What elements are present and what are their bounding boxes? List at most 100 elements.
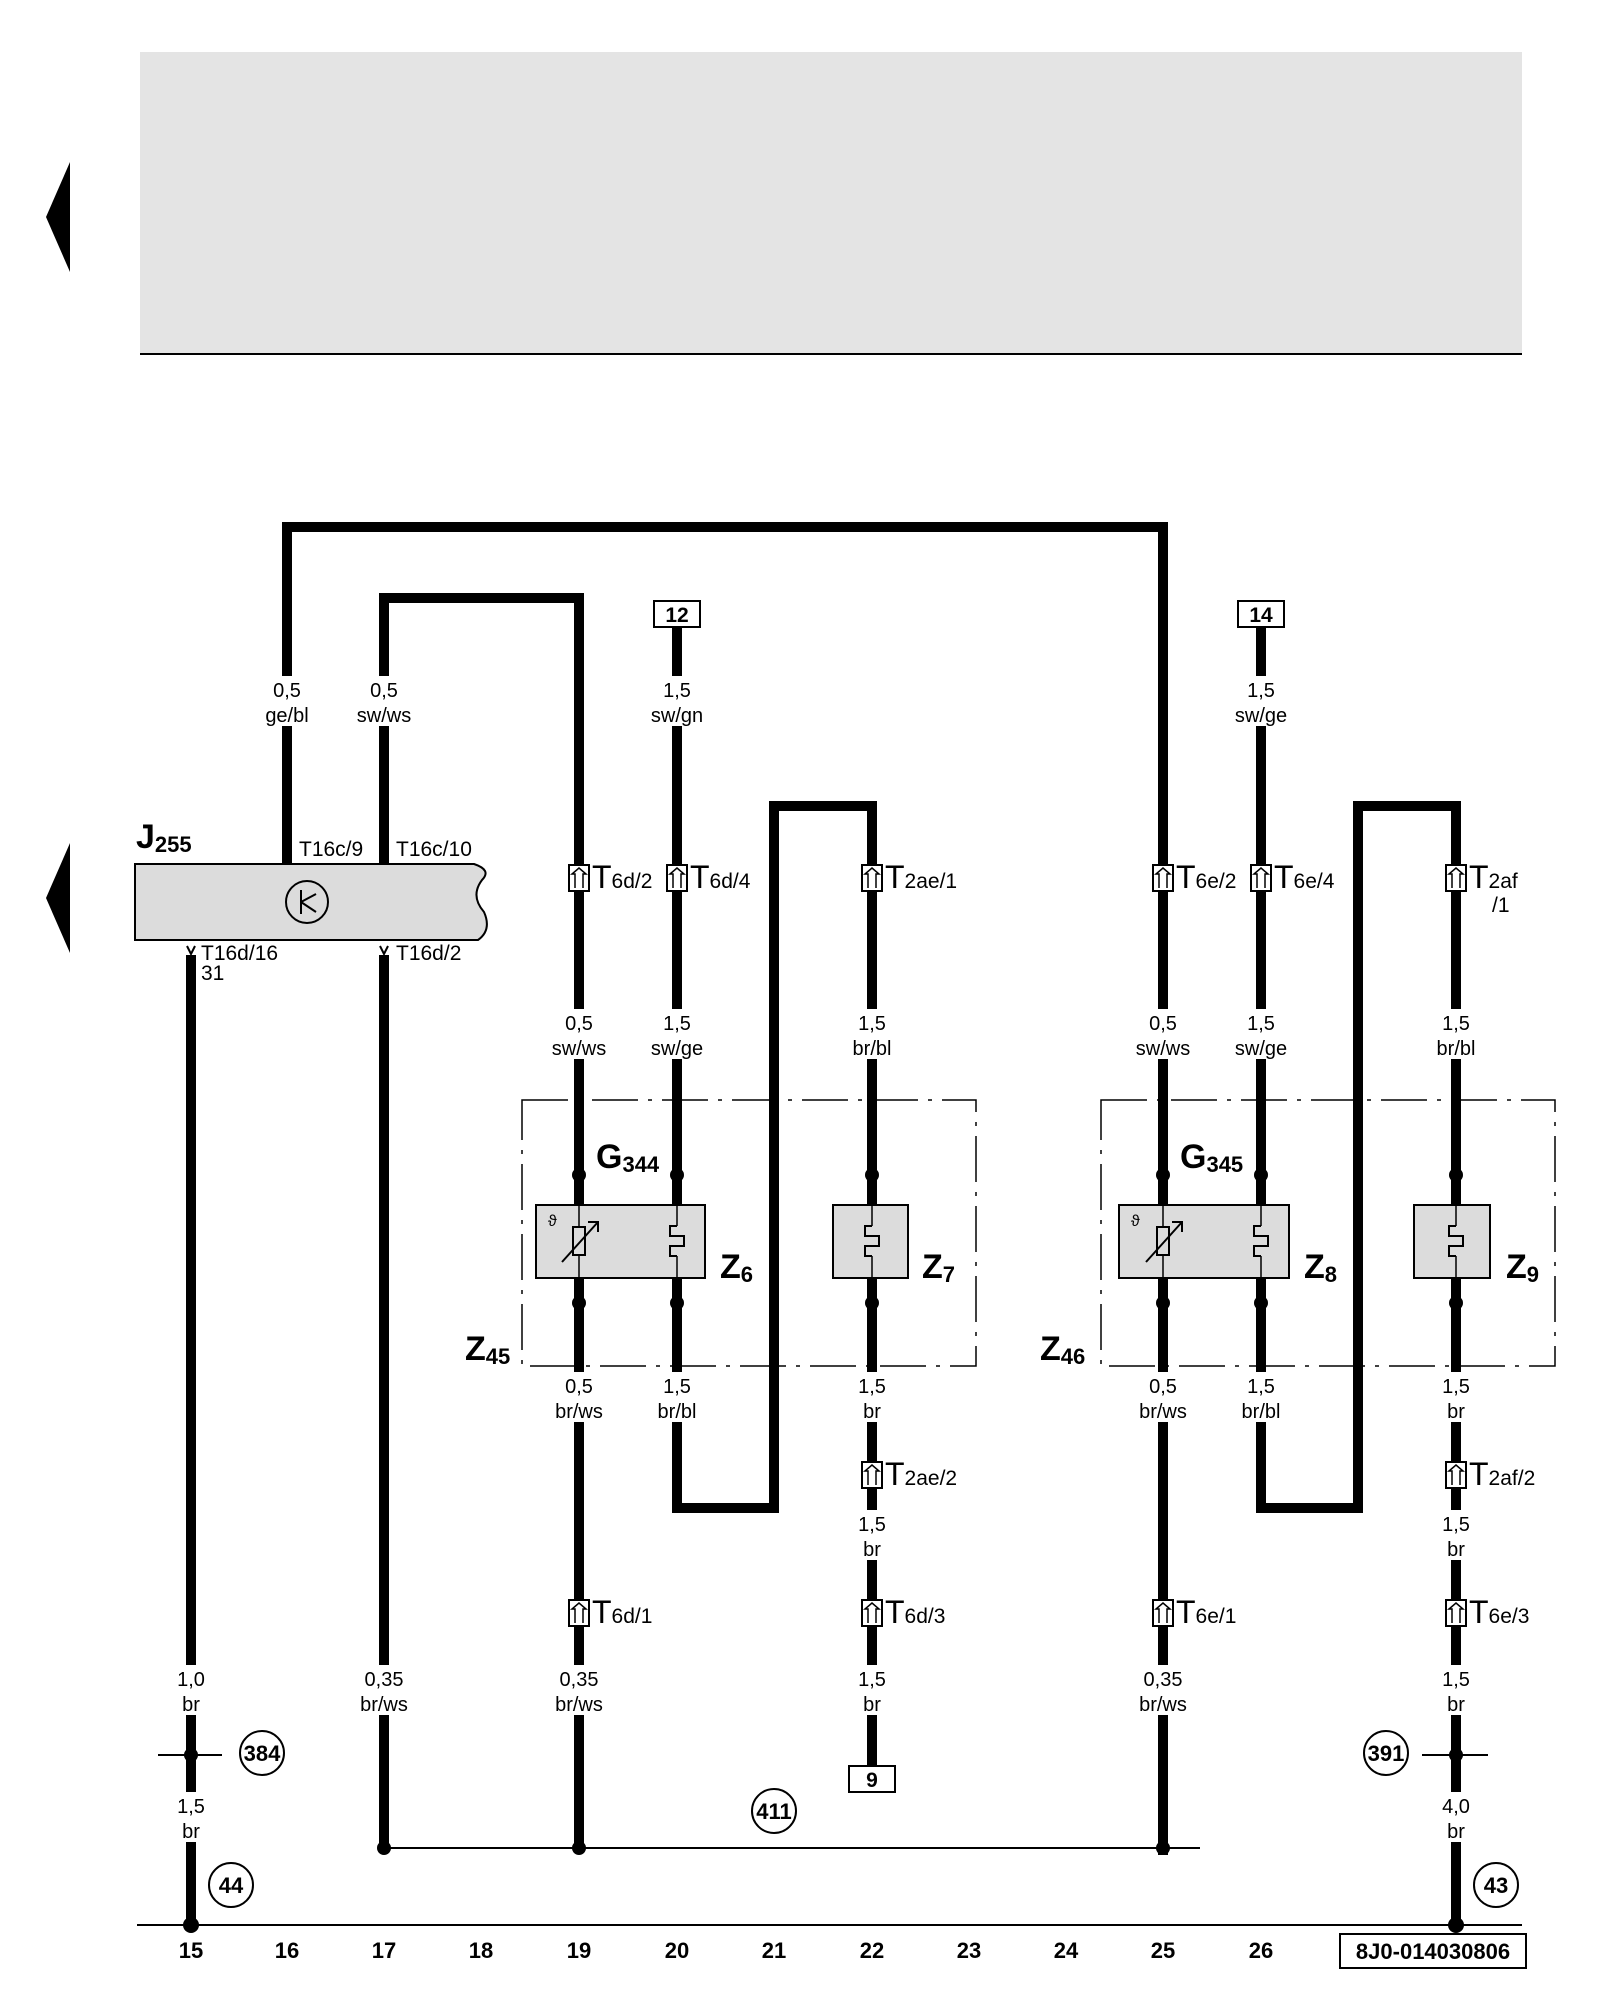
svg-text:411: 411 — [756, 1799, 792, 1824]
svg-text:br/ws: br/ws — [360, 1694, 408, 1716]
wire-label: 1,5 sw/ge — [1227, 676, 1295, 727]
column-number: 17 — [372, 1938, 396, 1963]
circle-ref-411: 411 — [751, 1788, 797, 1834]
connector-t6d-3: T6d/3 — [885, 1594, 945, 1630]
connector-t2ae-2: T2ae/2 — [885, 1456, 957, 1492]
wire-label: 1,5br — [847, 1372, 897, 1423]
connector-t2af-1-suffix: /1 — [1492, 894, 1510, 917]
wire-loop-b — [1256, 801, 1461, 1925]
column-number: 16 — [275, 1938, 299, 1963]
wire-label: 4,0br — [1431, 1792, 1481, 1843]
wire-label: 1,5sw/gn — [643, 676, 711, 727]
column-number: 21 — [762, 1938, 786, 1963]
svg-text:0,5: 0,5 — [1149, 1013, 1177, 1035]
connector-housing-icon — [1445, 864, 1467, 892]
connector-housing-icon — [1445, 1461, 1467, 1489]
wire-label: 0,35 br/ws — [545, 1665, 613, 1716]
z9-label: Z9 — [1506, 1248, 1539, 1287]
connector-t6e-4: T6e/4 — [1274, 859, 1335, 895]
g345-label: G345 — [1180, 1138, 1243, 1177]
arrow-left-icon[interactable] — [46, 843, 70, 953]
svg-text:1,5: 1,5 — [1247, 680, 1275, 702]
reference-number: 8J0-014030806 — [1339, 1933, 1527, 1969]
svg-text:br: br — [1447, 1401, 1465, 1423]
connector-housing-icon — [1250, 864, 1272, 892]
connector-t6e-2: T6e/2 — [1176, 859, 1236, 895]
connector-housing-icon — [1445, 1599, 1467, 1627]
svg-text:ge/bl: ge/bl — [265, 705, 308, 727]
svg-text:0,35: 0,35 — [560, 1669, 599, 1691]
svg-text:1,0: 1,0 — [177, 1669, 205, 1691]
column-numbers: 15 16 17 18 19 20 21 22 23 24 25 26 27 2… — [179, 1938, 1468, 1963]
pointer-glyph — [300, 890, 317, 914]
circle-ref-384: 384 — [239, 1730, 285, 1776]
connector-t6e-1: T6e/1 — [1176, 1594, 1236, 1630]
z46-label: Z46 — [1040, 1330, 1085, 1369]
connector-housing-icon — [861, 1461, 883, 1489]
svg-text:391: 391 — [1368, 1741, 1405, 1766]
connector-t2af-1: T2af — [1469, 859, 1518, 895]
thermistor-icons — [561, 1221, 1183, 1263]
wire-label: 1,5br — [1431, 1372, 1481, 1423]
z8-label: Z8 — [1304, 1248, 1337, 1287]
circle-ref-43: 43 — [1473, 1862, 1519, 1908]
svg-text:0,35: 0,35 — [365, 1669, 404, 1691]
column-number: 23 — [957, 1938, 981, 1963]
g344-label: G344 — [596, 1138, 660, 1177]
wire-label: 0,35 br/ws — [350, 1665, 418, 1716]
svg-text:br/bl: br/bl — [658, 1401, 697, 1423]
svg-text:sw/ge: sw/ge — [651, 1038, 703, 1060]
svg-text:br/bl: br/bl — [1437, 1038, 1476, 1060]
connector-t6d-4: T6d/4 — [690, 859, 751, 895]
junction-dots — [183, 1748, 1464, 1933]
pin-arrows — [186, 849, 389, 957]
svg-text:1,5: 1,5 — [177, 1796, 205, 1818]
column-number: 15 — [179, 1938, 203, 1963]
box-ref-9: 9 — [848, 1765, 896, 1793]
connector-t6e-3: T6e/3 — [1469, 1594, 1529, 1630]
box-ref-14: 14 — [1237, 600, 1285, 628]
arrow-left-icon[interactable] — [46, 162, 70, 272]
svg-text:0,5: 0,5 — [370, 680, 398, 702]
svg-text:br: br — [863, 1539, 881, 1561]
svg-text:14: 14 — [1249, 604, 1273, 627]
svg-text:1,5: 1,5 — [1442, 1514, 1470, 1536]
svg-text:br/ws: br/ws — [555, 1401, 603, 1423]
control-unit-j255 — [134, 863, 488, 941]
svg-text:sw/ws: sw/ws — [552, 1038, 606, 1060]
wire-label: 1,5br/bl — [1422, 1009, 1490, 1060]
svg-text:sw/ge: sw/ge — [1235, 705, 1287, 727]
connector-housing-icon — [861, 1599, 883, 1627]
svg-text:1,5: 1,5 — [858, 1376, 886, 1398]
column-number: 20 — [665, 1938, 689, 1963]
svg-text:sw/ws: sw/ws — [357, 705, 411, 727]
z45-label: Z45 — [465, 1330, 510, 1369]
pin-t16c-10: T16c/10 — [396, 838, 472, 861]
column-number: 18 — [469, 1938, 493, 1963]
svg-text:sw/ws: sw/ws — [1136, 1038, 1190, 1060]
svg-text:1,5: 1,5 — [1442, 1669, 1470, 1691]
connector-t6d-1: T6d/1 — [592, 1594, 652, 1630]
circle-ref-44: 44 — [208, 1862, 254, 1908]
wire-label: 1,5br — [1431, 1510, 1481, 1561]
svg-text:br/ws: br/ws — [555, 1694, 603, 1716]
svg-text:br: br — [182, 1694, 200, 1716]
column-number: 24 — [1054, 1938, 1079, 1963]
wire-label: 1,5br — [847, 1510, 897, 1561]
svg-text:4,0: 4,0 — [1442, 1796, 1470, 1818]
svg-text:384: 384 — [244, 1741, 281, 1766]
heater-element-icons — [669, 1225, 1464, 1257]
connector-t2af-2: T2af/2 — [1469, 1456, 1535, 1492]
connector-housing-icon — [1152, 864, 1174, 892]
svg-text:0,5: 0,5 — [273, 680, 301, 702]
svg-text:1,5: 1,5 — [858, 1669, 886, 1691]
connector-symbols — [568, 864, 1467, 1627]
z7-label: Z7 — [922, 1248, 955, 1287]
pin-t16c-9: T16c/9 — [299, 838, 363, 861]
svg-text:9: 9 — [866, 1769, 878, 1792]
column-number: 26 — [1249, 1938, 1273, 1963]
column-number: 19 — [567, 1938, 591, 1963]
wire-label: 0,5br/ws — [1129, 1372, 1197, 1423]
header-band — [140, 52, 1522, 354]
